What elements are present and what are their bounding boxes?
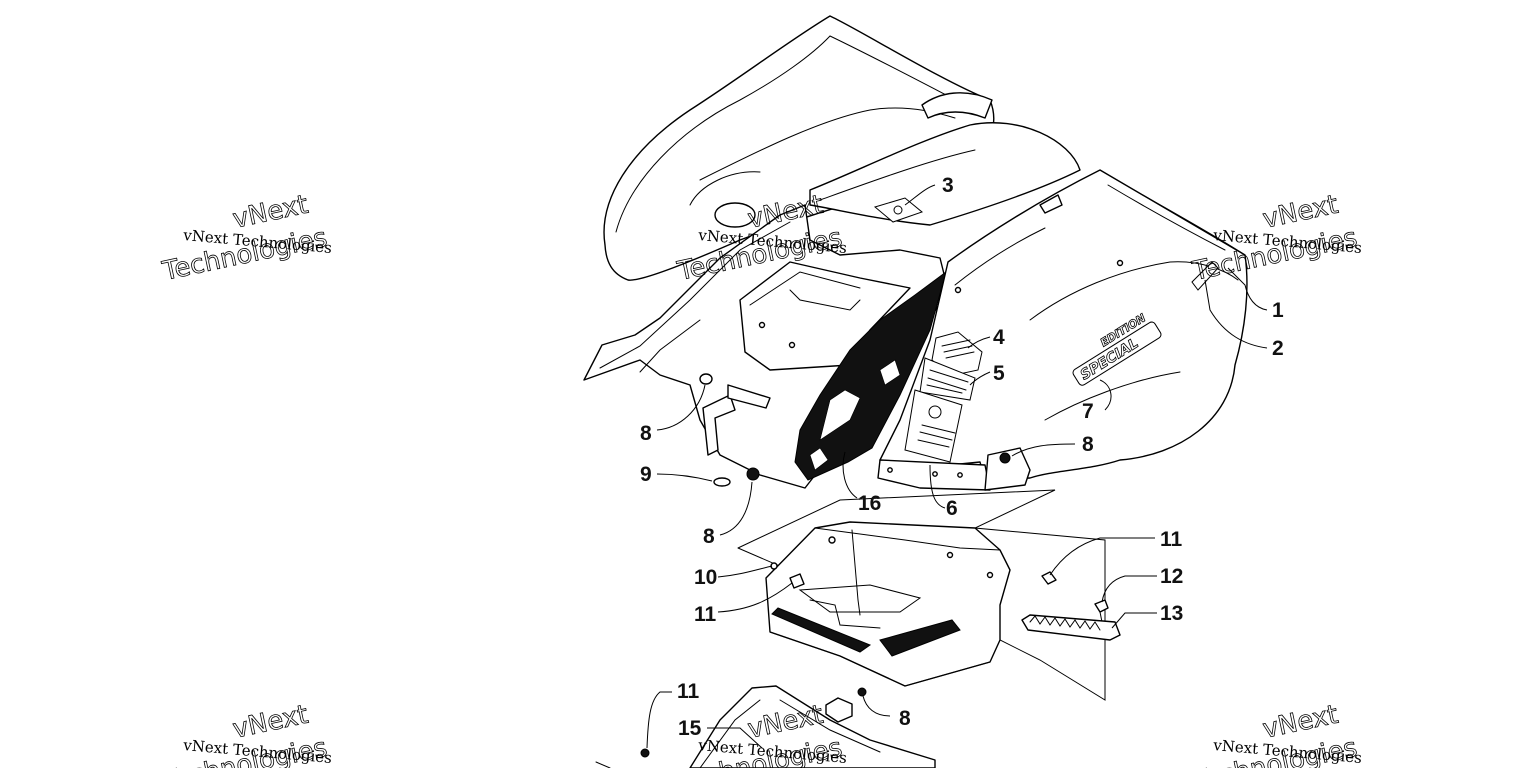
callout-5: 5 — [993, 362, 1005, 385]
callout-12: 12 — [1160, 565, 1183, 588]
callout-4: 4 — [993, 326, 1005, 349]
callout-1: 1 — [1272, 299, 1284, 322]
callout-13: 13 — [1160, 602, 1183, 625]
watermark-top-right: vNext vNext Technologies Technologies — [1189, 189, 1363, 287]
warning-label-5 — [919, 357, 976, 401]
watermark-bottom-right: vNext vNext Technologies Technologies — [1189, 699, 1363, 768]
callout-11-left: 11 — [694, 603, 717, 626]
callout-8-lower-left: 8 — [703, 525, 715, 548]
callout-9: 9 — [640, 463, 652, 486]
warning-label-6 — [904, 389, 963, 463]
callout-8-top-left: 8 — [640, 422, 652, 445]
callout-6: 6 — [946, 497, 958, 520]
rear-fender-body — [583, 204, 949, 489]
callout-10: 10 — [694, 566, 717, 589]
right-fender: SPECIAL EDITION — [877, 169, 1248, 491]
callout-7: 7 — [1082, 400, 1094, 423]
warning-label-4 — [931, 331, 983, 377]
callout-3: 3 — [942, 174, 954, 197]
rear-rack — [603, 15, 1081, 281]
callout-8-right: 8 — [1082, 433, 1094, 456]
callout-11-bottom: 11 — [677, 680, 700, 703]
callout-2: 2 — [1272, 337, 1284, 360]
leader-lines — [646, 184, 1268, 749]
callout-8-bottom: 8 — [899, 707, 911, 730]
footwell-assembly — [737, 489, 1106, 701]
callout-labels: 3 1 2 4 5 6 7 8 8 9 8 16 10 11 11 12 13 … — [640, 174, 1284, 740]
watermark-bottom-left: vNext vNext Technologies Technologies — [159, 699, 333, 768]
lower-panel — [595, 685, 936, 768]
callout-11-right: 11 — [1160, 528, 1183, 551]
callout-15: 15 — [678, 717, 702, 740]
watermark-top-left: vNext vNext Technologies Technologies — [159, 189, 333, 287]
decal-3 — [873, 197, 924, 223]
callout-16: 16 — [858, 492, 881, 515]
